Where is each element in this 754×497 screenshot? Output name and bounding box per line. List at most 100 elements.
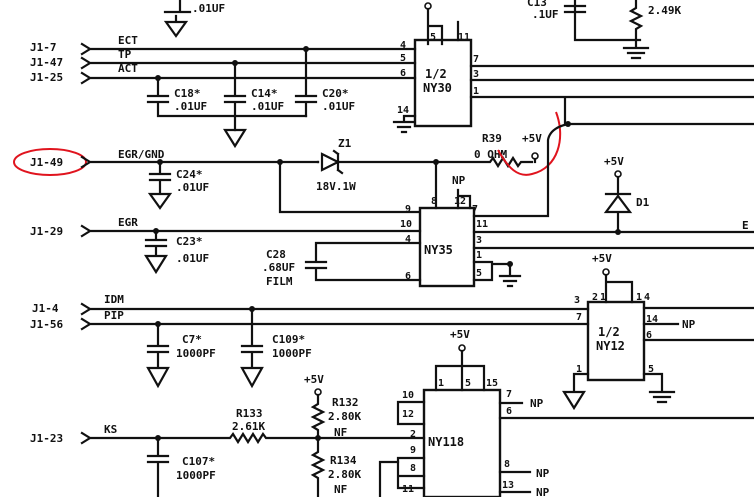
svg-text:10: 10: [400, 219, 412, 230]
svg-text:.01UF: .01UF: [174, 100, 207, 113]
svg-text:2.80K: 2.80K: [328, 410, 361, 423]
svg-text:9: 9: [405, 204, 411, 215]
input-j1-29: J1-29 EGR C23* .01UF: [30, 216, 422, 275]
svg-text:1: 1: [438, 378, 444, 389]
cap-c7: C7* 1000PF: [146, 321, 216, 389]
svg-text:2: 2: [410, 429, 416, 440]
svg-text:4: 4: [405, 234, 411, 245]
svg-text:7: 7: [576, 312, 582, 323]
ny30-label-1: 1/2: [425, 67, 447, 81]
input-j1-7: J1-7 ECT: [30, 34, 417, 56]
svg-text:C7*: C7*: [182, 333, 202, 346]
svg-text:3: 3: [574, 295, 580, 306]
highlight-j1-49: [13, 148, 87, 176]
ny30-body: [413, 38, 473, 128]
conn-j1-56: J1-56: [30, 318, 63, 331]
ny30-pin11: 11: [458, 32, 470, 43]
svg-text:11: 11: [402, 484, 414, 495]
top-cap-ref: C13: [527, 0, 547, 9]
svg-text:3: 3: [476, 235, 482, 246]
ic-ny12: 1/2 NY12 +5V 2 1 1 4 3 7 14 6 1 5 NP: [562, 252, 754, 411]
net-egr: EGR: [118, 216, 138, 229]
svg-text:4: 4: [644, 292, 650, 303]
highlight-r39-mark: [497, 111, 562, 176]
svg-text:11: 11: [476, 219, 488, 230]
ny12-label-1: 1/2: [598, 325, 620, 339]
svg-text:5: 5: [476, 268, 482, 279]
cap-c18: C18* .01UF: [146, 75, 308, 118]
net-egr-gnd: EGR/GND: [118, 148, 165, 161]
input-j1-25: J1-25 ACT: [30, 62, 417, 85]
ny30-pin5b: 5: [400, 53, 406, 64]
svg-text:6: 6: [405, 271, 411, 282]
svg-text:.68UF: .68UF: [262, 261, 295, 274]
svg-text:C24*: C24*: [176, 168, 203, 181]
ny118-label: NY118: [428, 435, 464, 449]
svg-text:NP: NP: [452, 174, 466, 187]
svg-text:+5V: +5V: [304, 373, 324, 386]
svg-text:18V.1W: 18V.1W: [316, 180, 356, 193]
svg-text:.01UF: .01UF: [251, 100, 284, 113]
svg-text:9: 9: [410, 445, 416, 456]
cap-c109: C109* 1000PF: [240, 306, 312, 389]
conn-j1-49: J1-49: [30, 156, 63, 169]
resistor-r134: R134 2.80K NF: [310, 436, 400, 497]
ny35-body: [418, 206, 476, 288]
conn-j1-47: J1-47: [30, 56, 63, 69]
conn-j1-23: J1-23: [30, 432, 63, 445]
svg-text:C23*: C23*: [176, 235, 203, 248]
resistor-r132: +5V R132 2.80K NF: [304, 373, 361, 440]
svg-text:+5V: +5V: [592, 252, 612, 265]
svg-text:FILM: FILM: [266, 275, 293, 288]
ny35-label: NY35: [424, 243, 453, 257]
svg-text:NF: NF: [334, 483, 347, 496]
svg-text:C28: C28: [266, 248, 286, 261]
svg-text:Z1: Z1: [338, 137, 352, 150]
svg-text:10: 10: [402, 390, 414, 401]
net-ks: KS: [104, 423, 117, 436]
cap-c28: C28 .68UF FILM: [262, 241, 422, 288]
svg-text:1: 1: [636, 292, 642, 303]
svg-text:R39: R39: [482, 132, 502, 145]
input-j1-56: J1-56 PIP: [30, 309, 590, 331]
ny30-pin5: 5: [430, 32, 436, 43]
input-j1-4: J1-4 IDM: [32, 293, 590, 316]
svg-text:2.61K: 2.61K: [232, 420, 265, 433]
ny30-pin4: 4: [400, 40, 406, 51]
ny12-label-2: NY12: [596, 339, 625, 353]
conn-j1-7: J1-7: [30, 41, 57, 54]
svg-text:.01UF: .01UF: [322, 100, 355, 113]
svg-text:7: 7: [506, 389, 512, 400]
cap-c14: C14* .01UF: [223, 60, 284, 149]
ic-ny35: NY35 NP 8 12 7 9 10 4 6 11 3 1 5: [400, 122, 754, 288]
svg-text:+5V: +5V: [604, 155, 624, 168]
net-tp: TP: [118, 48, 132, 61]
svg-text:D1: D1: [636, 196, 650, 209]
svg-text:8: 8: [410, 463, 416, 474]
svg-text:12: 12: [402, 409, 414, 420]
top-resistor-value: 2.49K: [648, 4, 681, 17]
conn-j1-4: J1-4: [32, 302, 59, 315]
svg-text:6: 6: [646, 330, 652, 341]
svg-text:C107*: C107*: [182, 455, 215, 468]
svg-text:R132: R132: [332, 396, 359, 409]
top-cap-value: .01UF: [192, 2, 225, 15]
svg-text:2.80K: 2.80K: [328, 468, 361, 481]
svg-text:1: 1: [600, 292, 606, 303]
net-act: ACT: [118, 62, 138, 75]
svg-text:14: 14: [646, 314, 658, 325]
net-right-e: E: [742, 219, 749, 232]
ny30-pin1: 1: [473, 86, 479, 97]
ny30-pin6: 6: [400, 68, 406, 79]
net-ect: ECT: [118, 34, 138, 47]
cap-c20: C20* .01UF: [294, 46, 355, 118]
svg-text:6: 6: [506, 406, 512, 417]
input-j1-47: J1-47 TP: [30, 48, 417, 70]
input-j1-49: J1-49 EGR/GND C24* .01UF: [13, 148, 320, 210]
ny30-pin3: 3: [473, 69, 479, 80]
ic-ny118: NY118 +5V 1 5 15 10 12 2 9 8 11 7 6 8 13…: [396, 328, 754, 497]
svg-text:7: 7: [472, 204, 478, 215]
r39-supply: +5V: [522, 132, 542, 145]
svg-text:1: 1: [576, 364, 582, 375]
